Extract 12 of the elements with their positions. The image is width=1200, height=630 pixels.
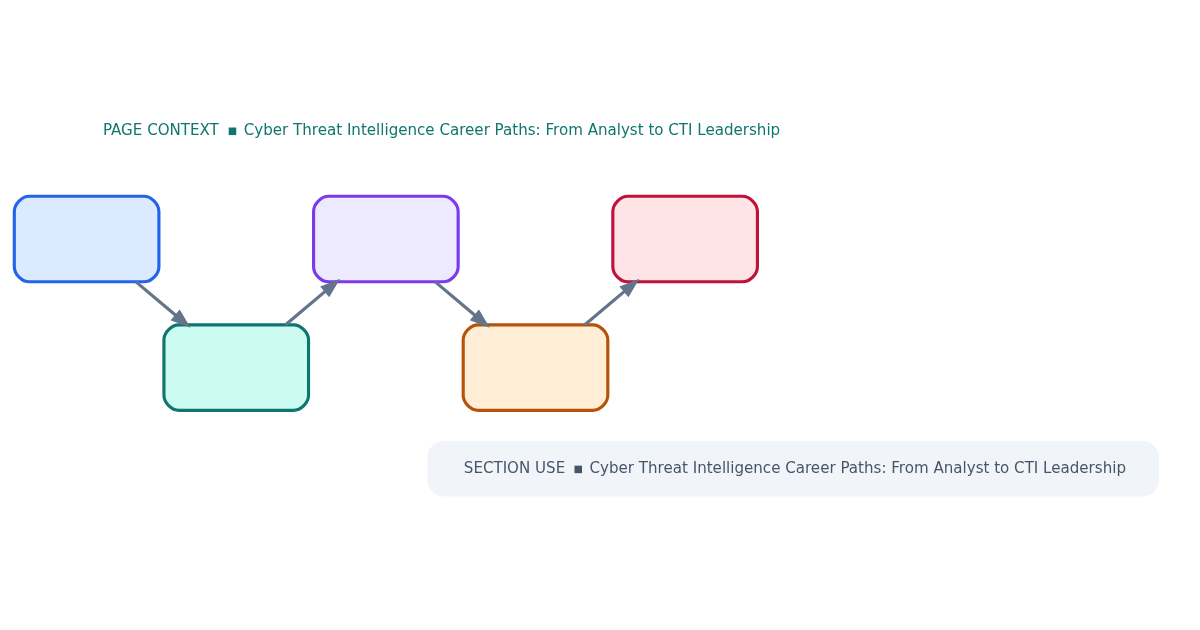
node-box <box>12 194 161 283</box>
node-box <box>162 322 311 412</box>
label: PAGE CONTEXT <box>102 120 219 139</box>
node-box <box>611 194 759 283</box>
arrow <box>583 278 640 326</box>
arrow <box>135 280 191 328</box>
node-box: SECTION USE Cyber Threat Intelligence Career Paths: From Analyst to CTI Leadership <box>427 440 1160 496</box>
node-box <box>461 322 610 412</box>
arrow <box>284 278 341 326</box>
label: Cyber Threat Intelligence Career Paths: From Analyst to CTI Leadership <box>243 120 781 139</box>
node-box <box>312 194 460 283</box>
arrow <box>434 280 490 328</box>
